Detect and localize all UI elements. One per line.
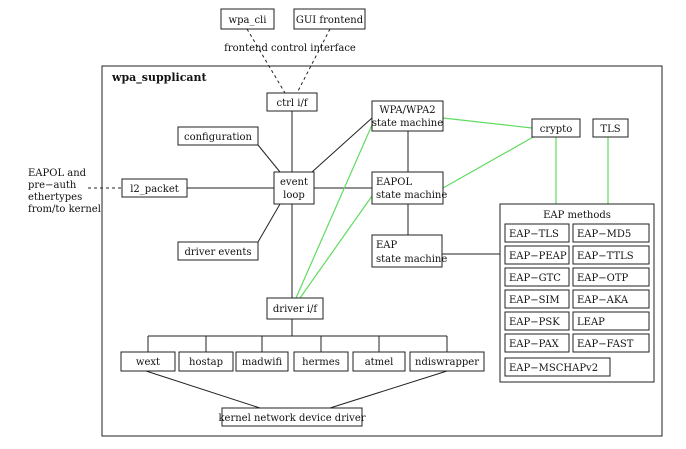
svg-text:driver i/f: driver i/f — [273, 304, 318, 315]
svg-text:hostap: hostap — [189, 357, 223, 368]
driver-backend-0: wext — [120, 351, 176, 372]
frontend-control-interface-label: frontend control interface — [224, 43, 356, 54]
crypto-box: crypto — [531, 118, 581, 138]
svg-text:WPA/WPA2: WPA/WPA2 — [379, 105, 435, 116]
wpa-supplicant-title: wpa_supplicant — [111, 71, 208, 85]
driver-if-box: driver i/f — [266, 297, 324, 320]
svg-text:state machine: state machine — [372, 118, 443, 129]
svg-text:wext: wext — [136, 357, 160, 368]
svg-text:ethertypes: ethertypes — [28, 192, 82, 203]
svg-text:EAP−AKA: EAP−AKA — [577, 295, 629, 306]
svg-text:wpa_cli: wpa_cli — [229, 15, 267, 26]
connector-lines — [88, 28, 500, 409]
driver-backend-4: atmel — [352, 351, 406, 372]
svg-text:EAP−GTC: EAP−GTC — [509, 273, 561, 284]
svg-text:l2_packet: l2_packet — [130, 184, 179, 195]
svg-text:from/to kernel: from/to kernel — [28, 204, 101, 215]
eap-method-item: EAP−AKA — [572, 289, 650, 309]
l2-packet-box: l2_packet — [121, 178, 188, 198]
eap-method-item: EAP−PSK — [504, 311, 570, 331]
wpa-cli-box: wpa_cli — [220, 8, 275, 30]
svg-text:LEAP: LEAP — [577, 317, 605, 328]
driver-backend-3: hermes — [293, 351, 349, 372]
eapol-note: EAPOL and pre−auth ethertypes from/to ke… — [28, 168, 101, 215]
svg-text:EAP−PAX: EAP−PAX — [509, 339, 560, 350]
svg-text:EAP−OTP: EAP−OTP — [577, 273, 628, 284]
svg-text:ndiswrapper: ndiswrapper — [415, 357, 479, 368]
svg-text:loop: loop — [283, 190, 305, 201]
svg-text:atmel: atmel — [365, 357, 394, 368]
svg-text:EAPOL and: EAPOL and — [28, 168, 87, 179]
eap-method-item: EAP−PEAP — [504, 245, 570, 265]
driver-backends: wext hostap madwifi hermes atmel ndiswrapper — [120, 351, 485, 372]
svg-text:event: event — [280, 177, 308, 188]
eap-method-mschapv2: EAP−MSCHAPv2 — [504, 357, 611, 377]
eap-method-item: EAP−FAST — [572, 333, 650, 353]
svg-text:hermes: hermes — [302, 357, 340, 368]
gui-frontend-box: GUI frontend — [293, 8, 366, 30]
svg-text:pre−auth: pre−auth — [28, 180, 77, 191]
driver-backend-5: ndiswrapper — [409, 351, 485, 372]
svg-text:EAP−SIM: EAP−SIM — [509, 295, 560, 306]
configuration-box: configuration — [177, 126, 259, 146]
eap-method-item: EAP−TLS — [504, 223, 570, 243]
kernel-network-device-driver-box: kernel network device driver — [218, 407, 366, 427]
svg-text:state machine: state machine — [376, 254, 447, 265]
event-loop-box: event loop — [273, 171, 315, 205]
svg-text:state machine: state machine — [376, 190, 447, 201]
svg-text:ctrl i/f: ctrl i/f — [276, 98, 308, 109]
svg-text:driver events: driver events — [185, 247, 252, 258]
svg-text:EAP−MD5: EAP−MD5 — [577, 229, 631, 240]
eap-method-item: EAP−MD5 — [572, 223, 650, 243]
tls-box: TLS — [592, 118, 629, 138]
green-links — [295, 117, 609, 299]
svg-text:EAP−FAST: EAP−FAST — [577, 339, 634, 350]
svg-text:EAP−TTLS: EAP−TTLS — [577, 251, 634, 262]
svg-text:madwifi: madwifi — [242, 357, 283, 368]
ctrl-if-box: ctrl i/f — [266, 92, 318, 112]
svg-text:kernel network device driver: kernel network device driver — [218, 413, 365, 424]
eap-method-item: EAP−OTP — [572, 267, 650, 287]
wpa-state-machine-box: WPA/WPA2 state machine — [371, 100, 444, 132]
svg-text:EAP−PEAP: EAP−PEAP — [509, 251, 567, 262]
driver-backend-2: madwifi — [235, 351, 289, 372]
eap-method-item: LEAP — [572, 311, 650, 331]
eap-methods-title: EAP methods — [543, 210, 611, 221]
eap-state-machine-box: EAP state machine — [371, 234, 447, 268]
svg-text:EAPOL: EAPOL — [376, 177, 412, 188]
wpa-supplicant-frame — [101, 65, 663, 437]
driver-backend-1: hostap — [178, 351, 234, 372]
eap-method-item: EAP−GTC — [504, 267, 570, 287]
svg-text:EAP−MSCHAPv2: EAP−MSCHAPv2 — [509, 363, 598, 374]
svg-text:EAP−TLS: EAP−TLS — [509, 229, 559, 240]
eapol-state-machine-box: EAPOL state machine — [371, 171, 447, 205]
eap-method-item: EAP−TTLS — [572, 245, 650, 265]
svg-text:configuration: configuration — [184, 132, 253, 143]
svg-text:TLS: TLS — [600, 124, 620, 135]
svg-text:GUI frontend: GUI frontend — [296, 15, 364, 26]
svg-text:EAP−PSK: EAP−PSK — [509, 317, 560, 328]
driver-events-box: driver events — [177, 241, 259, 261]
svg-text:crypto: crypto — [540, 124, 572, 135]
eap-method-item: EAP−SIM — [504, 289, 570, 309]
svg-text:EAP: EAP — [376, 240, 398, 251]
eap-method-item: EAP−PAX — [504, 333, 570, 353]
